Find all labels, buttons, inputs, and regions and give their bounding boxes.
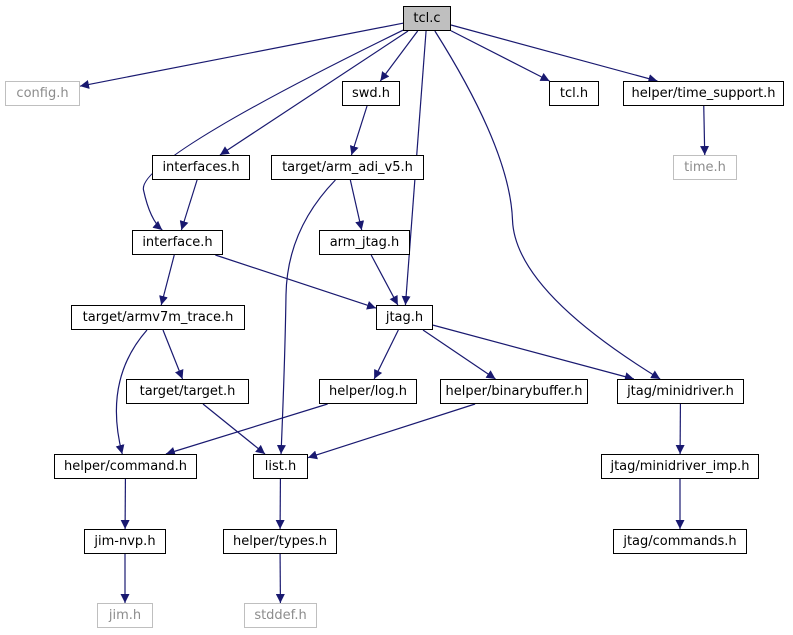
edge-tcl-c-to-tcl-h [450, 30, 550, 82]
edge-tcl-c-to-helper-time-support-h [450, 24, 658, 83]
node-jtag-commands-h[interactable]: jtag/commands.h [613, 529, 747, 554]
node-helper-types-h[interactable]: helper/types.h [223, 529, 337, 554]
node-arm-jtag-h[interactable]: arm_jtag.h [319, 230, 410, 255]
edge-tcl-c-to-swd-h [379, 30, 419, 82]
node-swd-h[interactable]: swd.h [342, 81, 400, 106]
edge-jtag-h-to-helper-binarybuffer-h [422, 329, 496, 380]
node-tcl-c[interactable]: tcl.c [403, 6, 451, 31]
node-helper-binarybuffer-h[interactable]: helper/binarybuffer.h [440, 379, 588, 404]
node-helper-command-h[interactable]: helper/command.h [54, 454, 197, 479]
node-helper-time-support-h[interactable]: helper/time_support.h [623, 81, 784, 106]
node-stddef-h: stddef.h [244, 603, 317, 628]
edge-jtag-h-to-helper-log-h [373, 329, 399, 380]
edge-swd-h-to-target-arm-adi-v5-h [349, 105, 368, 156]
edge-target-arm-adi-v5-h-to-list-h [276, 179, 336, 455]
edge-arm-jtag-h-to-jtag-h [370, 254, 399, 306]
node-jtag-minidriver-imp-h[interactable]: jtag/minidriver_imp.h [601, 454, 759, 479]
node-interfaces-h[interactable]: interfaces.h [152, 155, 250, 180]
edge-tcl-c-to-jtag-minidriver-h [434, 30, 661, 380]
node-target-target-h[interactable]: target/target.h [126, 379, 249, 404]
edge-target-arm-adi-v5-h-to-arm-jtag-h [349, 179, 365, 231]
node-jim-h: jim.h [97, 603, 153, 628]
node-interface-h[interactable]: interface.h [132, 230, 223, 255]
edge-jtag-h-to-jtag-minidriver-h [432, 324, 635, 382]
node-helper-log-h[interactable]: helper/log.h [319, 379, 417, 404]
node-jtag-h[interactable]: jtag.h [376, 305, 433, 330]
edge-target-target-h-to-list-h [202, 403, 266, 455]
edge-tcl-c-to-config-h [79, 22, 404, 89]
edge-helper-time-support-h-to-time-h [700, 105, 710, 156]
node-jim-nvp-h[interactable]: jim-nvp.h [84, 529, 166, 554]
node-time-h: time.h [673, 155, 737, 180]
node-list-h[interactable]: list.h [253, 454, 308, 479]
node-config-h: config.h [5, 81, 80, 106]
edge-helper-log-h-to-helper-command-h [165, 403, 328, 456]
node-jtag-minidriver-h[interactable]: jtag/minidriver.h [617, 379, 744, 404]
node-target-arm-adi-v5-h[interactable]: target/arm_adi_v5.h [271, 155, 424, 180]
edge-interface-h-to-target-armv7m-trace-h [159, 254, 175, 306]
edge-target-armv7m-trace-h-to-helper-command-h [115, 329, 148, 455]
node-tcl-h[interactable]: tcl.h [549, 81, 599, 106]
node-target-armv7m-trace-h[interactable]: target/armv7m_trace.h [71, 305, 245, 330]
edge-tcl-c-to-interfaces-h [219, 30, 409, 156]
edge-target-armv7m-trace-h-to-target-target-h [162, 329, 184, 380]
edge-helper-binarybuffer-h-to-list-h [307, 403, 476, 460]
edge-interfaces-h-to-interface-h [179, 179, 198, 231]
edge-interface-h-to-jtag-h [215, 254, 377, 310]
